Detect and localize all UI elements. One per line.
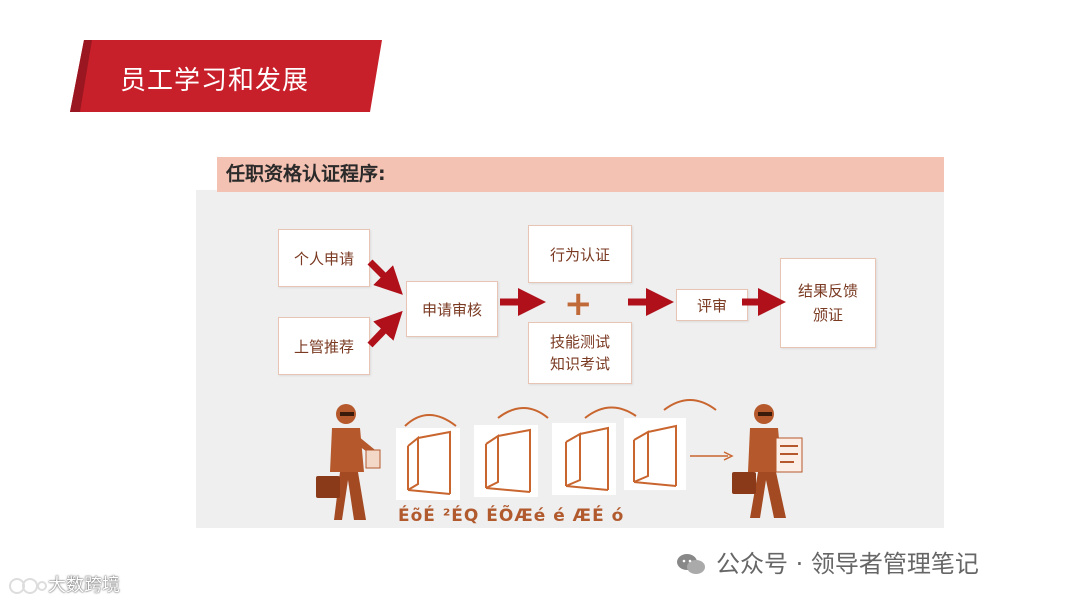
brand-watermark-text: 大数跨境 (48, 574, 120, 598)
wechat-footer: 公众号 · 领导者管理笔记 (676, 548, 979, 580)
brand-watermark: 大数跨境 (8, 574, 120, 598)
businessman-right-figure (728, 398, 812, 524)
wechat-icon (676, 552, 706, 576)
garbled-caption: ÉõÉ ²ÉQ ÉÕÆé é ÆÉ ó (398, 504, 624, 528)
businessman-left-figure (310, 400, 394, 526)
brand-logo-icon (8, 575, 48, 597)
wechat-account-text: 公众号 · 领导者管理笔记 (716, 548, 979, 580)
